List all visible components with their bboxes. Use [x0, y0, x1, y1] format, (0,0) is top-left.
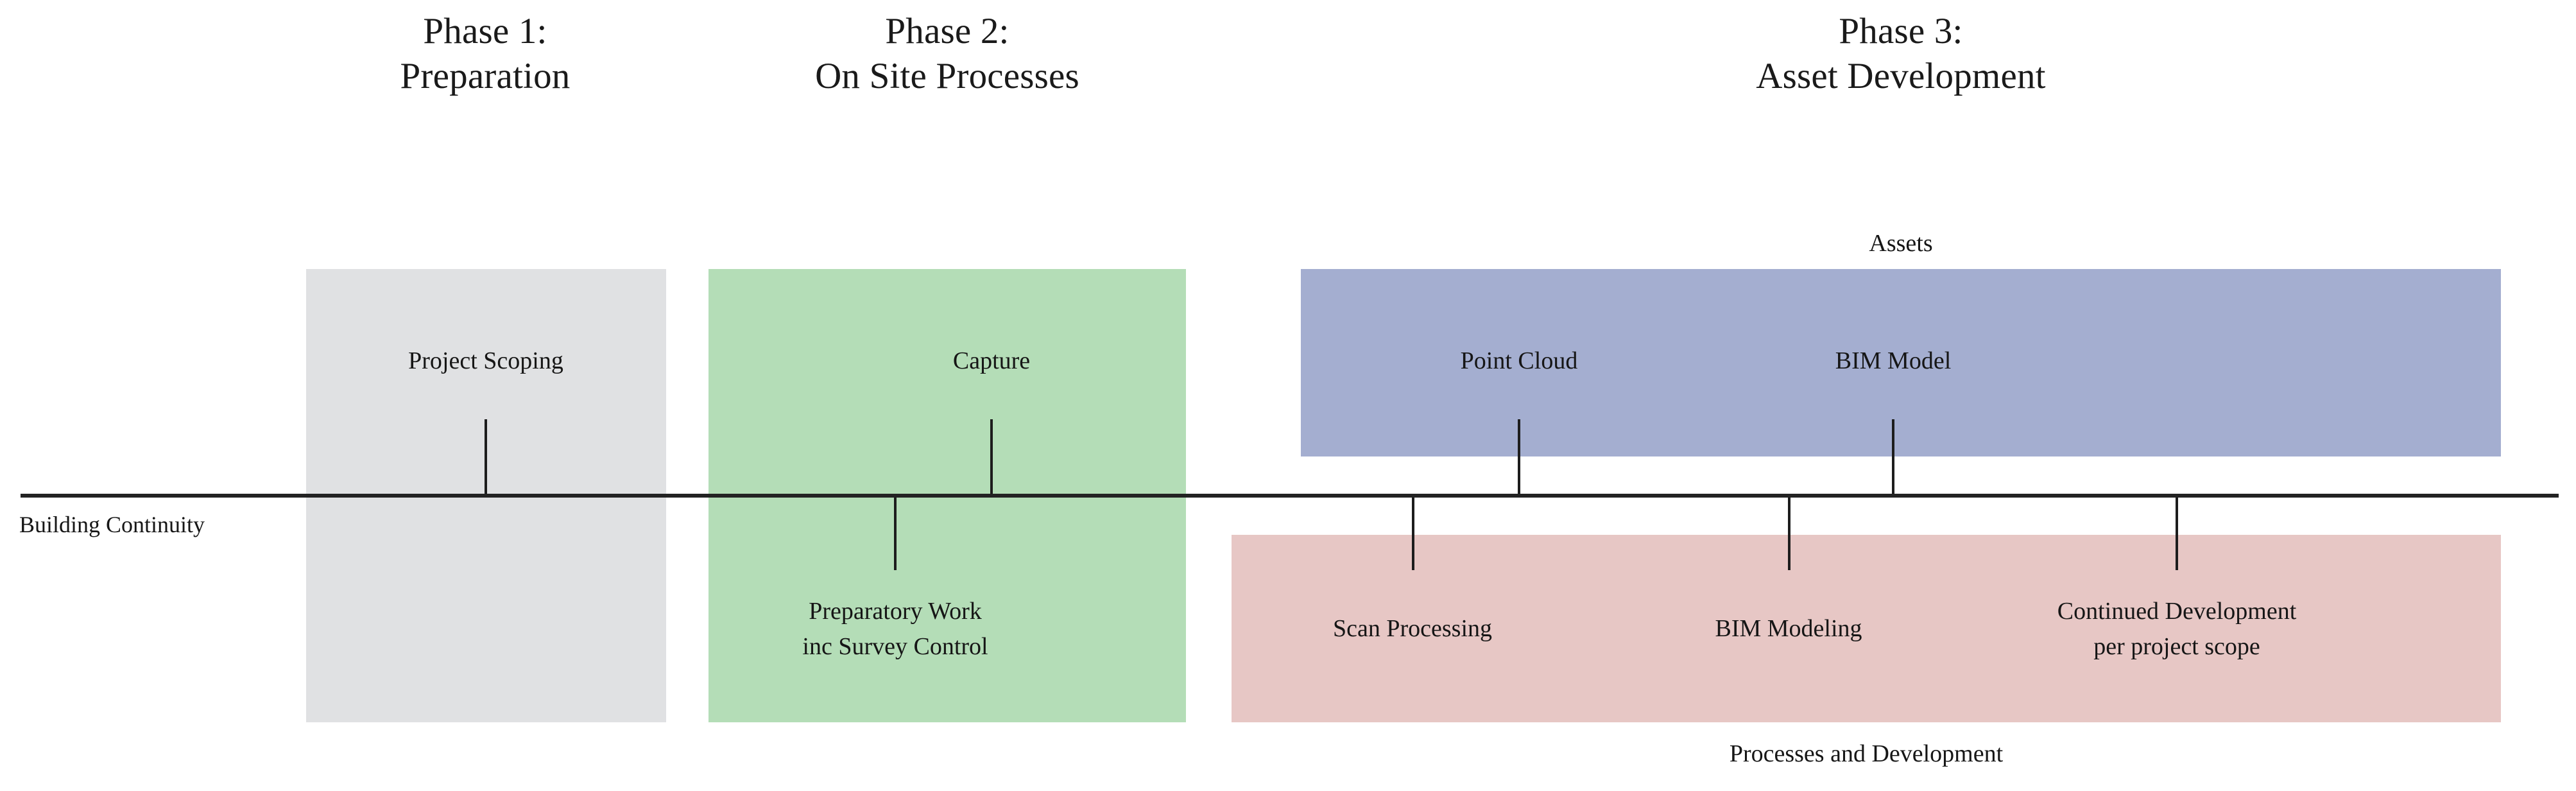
bim-model-tick — [1892, 419, 1894, 496]
scan-processing-label: Scan Processing — [1332, 615, 1493, 642]
scan-processing-tick — [1412, 498, 1414, 570]
capture-label: Capture — [952, 347, 1031, 374]
continued-development-tick — [2176, 498, 2178, 570]
processes-caption: Processes and Development — [1729, 740, 2004, 767]
preparatory-work-tick — [894, 498, 897, 570]
preparatory-work-label: Preparatory Work inc Survey Control — [802, 598, 988, 661]
phase-2-heading: Phase 2: On Site Processes — [815, 11, 1079, 96]
processes-band — [1232, 535, 2501, 722]
phase-1-heading: Phase 1: Preparation — [400, 11, 571, 96]
capture-tick — [990, 419, 993, 496]
bim-modeling-tick — [1788, 498, 1790, 570]
project-scoping-label: Project Scoping — [408, 347, 563, 374]
assets-caption: Assets — [1869, 230, 1933, 257]
building-continuity-label: Building Continuity — [19, 512, 205, 537]
assets-band — [1301, 269, 2501, 456]
bim-model-label: BIM Model — [1835, 347, 1952, 374]
continued-development-label: Continued Development per project scope — [2057, 598, 2297, 661]
phase-3-heading: Phase 3: Asset Development — [1756, 11, 2046, 96]
project-scoping-tick — [485, 419, 487, 496]
point-cloud-label: Point Cloud — [1460, 347, 1578, 374]
building-continuity-axis — [21, 494, 2559, 498]
bim-modeling-label: BIM Modeling — [1715, 615, 1862, 642]
point-cloud-tick — [1518, 419, 1520, 496]
